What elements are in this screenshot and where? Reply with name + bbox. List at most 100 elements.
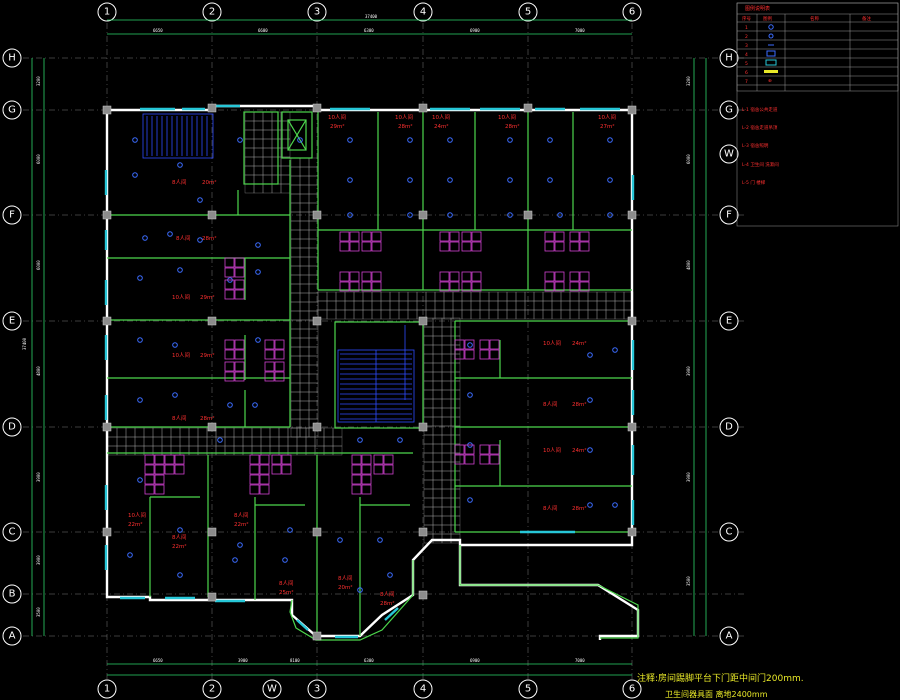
floor-tile — [432, 317, 443, 328]
bathroom-fixture — [544, 281, 555, 292]
floor-tile — [605, 300, 616, 311]
bathroom-fixture — [471, 281, 482, 292]
floor-tile — [290, 346, 301, 357]
floor-tile — [290, 265, 301, 276]
room-area: 22m² — [128, 521, 143, 528]
axis-bubble: C — [2, 522, 22, 542]
floor-tile — [299, 382, 310, 393]
floor-tile — [423, 398, 434, 409]
floor-tile — [371, 291, 382, 302]
bathroom-fixture — [361, 231, 372, 242]
floor-tile — [614, 309, 625, 320]
ceiling-lamp — [467, 392, 473, 398]
axis-bubble: H — [2, 48, 22, 68]
ceiling-lamp — [172, 392, 178, 398]
floor-tile — [479, 309, 490, 320]
axis-bubble: 3 — [307, 679, 327, 699]
floor-tile — [253, 138, 264, 149]
ceiling-lamp — [127, 552, 133, 558]
axis-label: H — [8, 53, 16, 64]
floor-tile — [398, 291, 409, 302]
floor-tile — [299, 265, 310, 276]
floor-tile — [569, 291, 580, 302]
floor-tile — [542, 300, 553, 311]
room-label: 8人间 — [543, 400, 558, 408]
bathroom-fixture — [489, 444, 500, 455]
ceiling-lamp — [137, 275, 143, 281]
floor-tile — [290, 202, 301, 213]
floor-tile — [432, 443, 443, 454]
floor-tile — [299, 175, 310, 186]
ceiling-lamp — [587, 352, 593, 358]
floor-tile — [253, 156, 264, 167]
floor-tile — [299, 292, 310, 303]
floor-tile — [253, 174, 264, 185]
floor-tile — [116, 427, 127, 438]
room-label: 10人间 — [598, 113, 616, 121]
floor-tile — [308, 175, 319, 186]
floor-tile — [215, 436, 226, 447]
floor-tile — [578, 300, 589, 311]
axis-label: G — [725, 105, 733, 116]
floor-tile — [299, 247, 310, 258]
axis-label: 5 — [525, 684, 531, 695]
floor-tile — [353, 291, 364, 302]
floor-tile — [308, 238, 319, 249]
floor-tile — [299, 319, 310, 330]
floor-tile — [551, 300, 562, 311]
floor-tile — [432, 362, 443, 373]
floor-tile — [542, 291, 553, 302]
room-label: 10人间 — [328, 113, 346, 121]
room-label: 10人间 — [128, 511, 146, 519]
dimension-text: 3500 — [686, 576, 691, 586]
floor-tile — [497, 309, 508, 320]
floor-tile — [262, 129, 273, 140]
floor-tile — [299, 400, 310, 411]
ceiling-lamp — [357, 437, 363, 443]
bathroom-fixture — [154, 474, 165, 485]
axis-label: B — [9, 589, 16, 600]
bathroom-fixture — [164, 454, 175, 465]
axis-bubble: 1 — [97, 679, 117, 699]
floor-tile — [134, 445, 145, 456]
floor-tile — [432, 335, 443, 346]
bathroom-fixture — [264, 371, 275, 382]
floor-tile — [335, 291, 346, 302]
floor-tile — [314, 436, 325, 447]
floor-tile — [432, 461, 443, 472]
legend-row-number: 7 — [745, 79, 748, 85]
floor-tile — [161, 436, 172, 447]
floor-tile — [432, 506, 443, 517]
axis-bubble: 5 — [518, 679, 538, 699]
floor-tile — [587, 291, 598, 302]
axis-label: 6 — [629, 684, 635, 695]
room-label: 8人间 — [172, 414, 187, 422]
floor-tile — [296, 445, 307, 456]
floor-tile — [308, 337, 319, 348]
bathroom-fixture — [174, 454, 185, 465]
dimension-text: 6900 — [470, 658, 480, 663]
floor-tile — [423, 461, 434, 472]
floor-tile — [188, 445, 199, 456]
stairs — [142, 113, 415, 423]
floor-tile — [533, 309, 544, 320]
floor-tile — [242, 445, 253, 456]
ceiling-lamp — [167, 231, 173, 237]
floor-tile — [443, 300, 454, 311]
bathroom-fixture — [361, 454, 372, 465]
floor-tile — [253, 120, 264, 131]
floor-tile — [423, 389, 434, 400]
room-area: 28m² — [572, 401, 587, 408]
floor-tile — [262, 120, 273, 131]
floor-tile — [432, 488, 443, 499]
bathroom-fixture — [454, 444, 465, 455]
floor-tile — [125, 436, 136, 447]
ceiling-lamp — [255, 242, 261, 248]
floor-tile — [290, 184, 301, 195]
room-area: 20m² — [338, 584, 353, 591]
bathroom-fixture — [224, 349, 235, 360]
bathroom-fixture — [349, 281, 360, 292]
structural-column — [418, 316, 428, 326]
floor-tile — [290, 193, 301, 204]
